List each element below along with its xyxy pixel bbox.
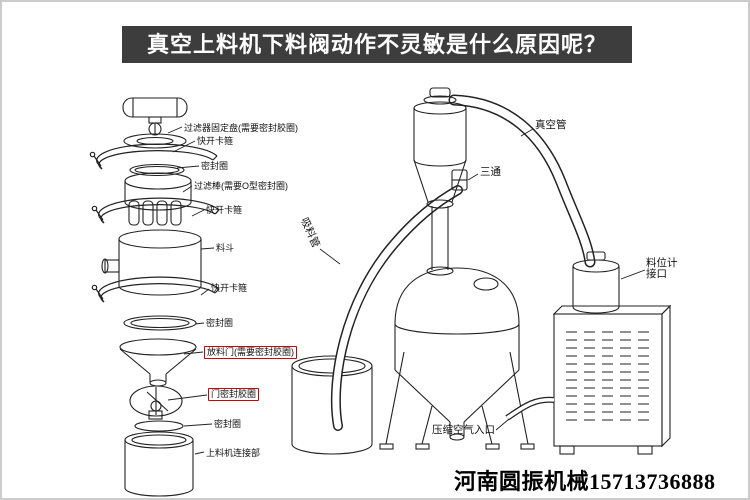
exploded-assembly-drawing: [89, 97, 220, 497]
label-tee-joint: 三通: [480, 166, 501, 178]
label-hopper: 料斗: [216, 243, 235, 253]
label-vacuum-pipe: 真空管: [535, 119, 567, 131]
label-filter-rod: 过滤棒(需要O型密封圈): [194, 181, 288, 191]
label-feeder-connector: 上料机连接部: [206, 448, 261, 458]
label-seal-ring-1: 密封圈: [201, 161, 229, 171]
company-phone-text: 河南圆振机械15713736888: [454, 469, 716, 494]
label-clamp-mid: 快开卡箍: [206, 205, 243, 215]
label-clamp-top: 快开卡箍: [197, 136, 234, 146]
label-seal-ring-2: 密封圈: [206, 318, 234, 328]
label-clamp-low: 快开卡箍: [211, 283, 248, 293]
title-banner: 真空上料机下料阀动作不灵敏是什么原因呢？: [122, 26, 632, 63]
assembled-system-drawing: [291, 87, 672, 455]
label-level-gauge-port: 料位计接口: [646, 257, 678, 280]
label-seal-ring-3: 密封圈: [214, 419, 242, 429]
label-discharge-door: 放料门(需要密封胶圈): [204, 346, 297, 359]
label-air-inlet: 压缩空气入口: [432, 424, 495, 436]
label-filter-plate: 过滤器固定盘(需要密封胶圈): [184, 123, 298, 133]
label-door-seal: 门密封胶圈: [208, 388, 260, 401]
leader-lines: [167, 126, 646, 455]
